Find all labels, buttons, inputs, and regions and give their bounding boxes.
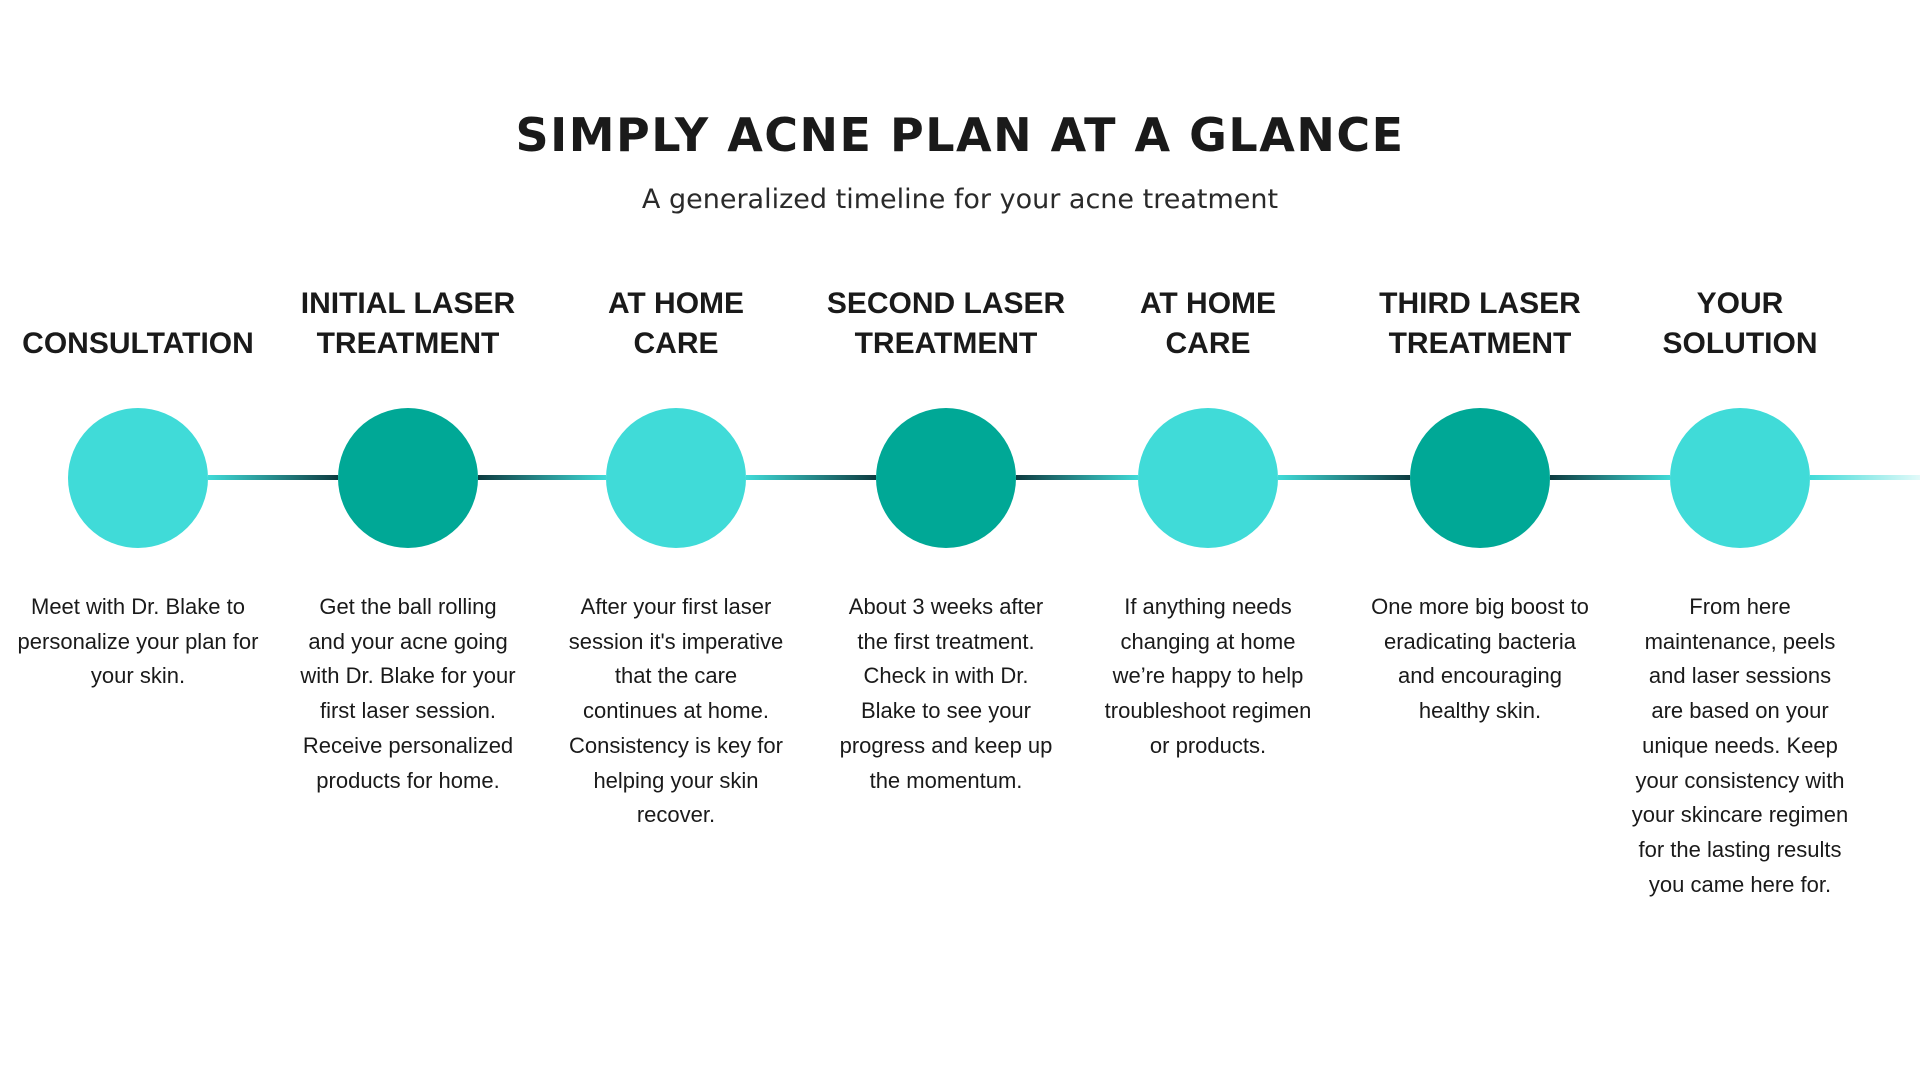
step-title: INITIAL LASER TREATMENT bbox=[300, 287, 516, 360]
step-description: About 3 weeks after the first treatment.… bbox=[839, 594, 1053, 793]
step-node-circle bbox=[68, 408, 208, 548]
step-description: Get the ball rolling and your acne going… bbox=[300, 594, 516, 793]
step-node-circle bbox=[876, 408, 1016, 548]
page-subtitle: A generalized timeline for your acne tre… bbox=[641, 184, 1279, 215]
step-title: THIRD LASER TREATMENT bbox=[1379, 287, 1581, 360]
step-node-circle bbox=[1138, 408, 1278, 548]
step-description: One more big boost to eradicating bacter… bbox=[1371, 594, 1589, 724]
timeline-connector bbox=[1810, 475, 1920, 480]
timeline-connector bbox=[1550, 475, 1670, 480]
step-node-circle bbox=[338, 408, 478, 548]
step-node-circle bbox=[1670, 408, 1810, 548]
step-description: From here maintenance, peels and laser s… bbox=[1631, 594, 1849, 897]
step-node-circle bbox=[1410, 408, 1550, 548]
step-title: AT HOME CARE bbox=[1139, 287, 1277, 360]
step-title: CONSULTATION bbox=[22, 327, 254, 360]
timeline-connector bbox=[478, 475, 606, 480]
step-description: Meet with Dr. Blake to personalize your … bbox=[17, 594, 259, 689]
page-title: SIMPLY ACNE PLAN AT A GLANCE bbox=[515, 108, 1405, 162]
timeline-connector bbox=[1016, 475, 1138, 480]
timeline-connector bbox=[1278, 475, 1410, 480]
step-title: SECOND LASER TREATMENT bbox=[826, 287, 1066, 360]
step-description: After your first laser session it's impe… bbox=[568, 594, 784, 828]
step-node-circle bbox=[606, 408, 746, 548]
timeline-connector bbox=[208, 475, 338, 480]
step-title: YOUR SOLUTION bbox=[1662, 287, 1818, 360]
timeline-connector bbox=[746, 475, 876, 480]
step-title: AT HOME CARE bbox=[607, 287, 745, 360]
step-description: If anything needs changing at home we’re… bbox=[1104, 594, 1312, 758]
